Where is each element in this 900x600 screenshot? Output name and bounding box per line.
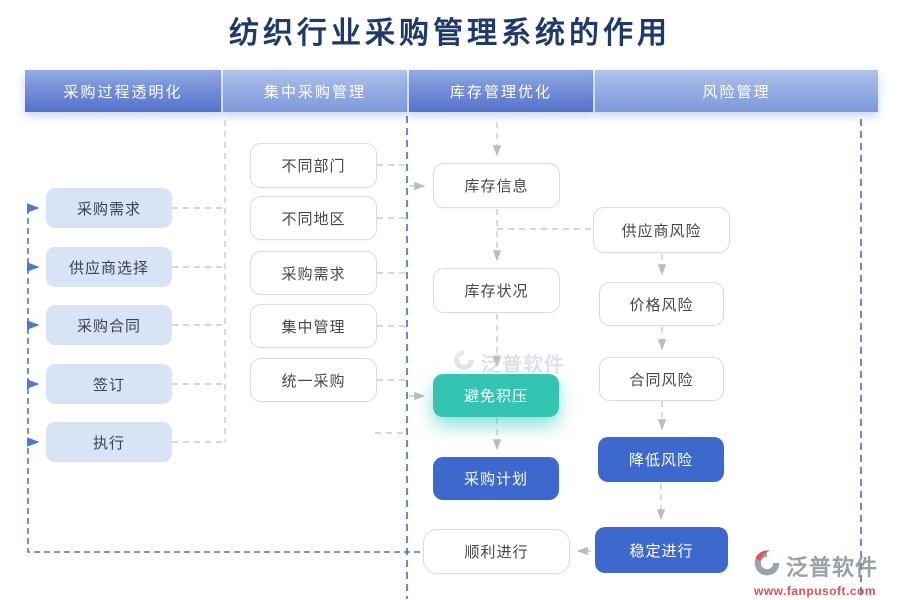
node-execution: 执行 [46, 422, 172, 462]
node-procurement-demand-2: 采购需求 [250, 251, 377, 295]
node-smooth-progress: 顺利进行 [423, 529, 570, 574]
node-stable-progress: 稳定进行 [595, 527, 728, 573]
fanpu-watermark-icon [452, 348, 476, 377]
node-supplier-risk: 供应商风险 [593, 207, 730, 253]
node-price-risk: 价格风险 [599, 282, 724, 326]
node-procurement-contract: 采购合同 [46, 305, 172, 345]
node-procurement-plan: 采购计划 [433, 457, 559, 500]
fanpu-logo-icon [752, 548, 782, 583]
node-different-departments: 不同部门 [250, 143, 377, 188]
node-avoid-overstock: 避免积压 [433, 374, 559, 417]
header-centralized-procurement: 集中采购管理 [223, 70, 407, 112]
logo-brand-text: 泛普软件 [786, 554, 879, 580]
node-inventory-info: 库存信息 [433, 163, 560, 208]
header-risk-management: 风险管理 [595, 70, 878, 112]
node-unified-procurement: 统一采购 [250, 358, 377, 402]
node-contract-risk: 合同风险 [599, 357, 724, 401]
node-different-regions: 不同地区 [250, 196, 377, 240]
header-inventory-optimization: 库存管理优化 [409, 70, 593, 112]
node-signing: 签订 [46, 364, 172, 404]
logo-url-text: www.fanpusoft.com [754, 584, 877, 598]
fanpu-logo: 泛普软件 www.fanpusoft.com [752, 548, 892, 598]
node-reduce-risk: 降低风险 [598, 437, 724, 482]
node-centralized-management: 集中管理 [250, 304, 377, 348]
header-procurement-transparency: 采购过程透明化 [25, 70, 221, 112]
node-procurement-demand: 采购需求 [46, 188, 172, 228]
watermark-brand-text: 泛普软件 [481, 354, 565, 376]
page-title: 纺织行业采购管理系统的作用 [229, 17, 671, 50]
brand-watermark: 泛普软件 [452, 348, 565, 377]
node-inventory-status: 库存状况 [433, 268, 560, 313]
node-supplier-selection: 供应商选择 [46, 247, 172, 287]
